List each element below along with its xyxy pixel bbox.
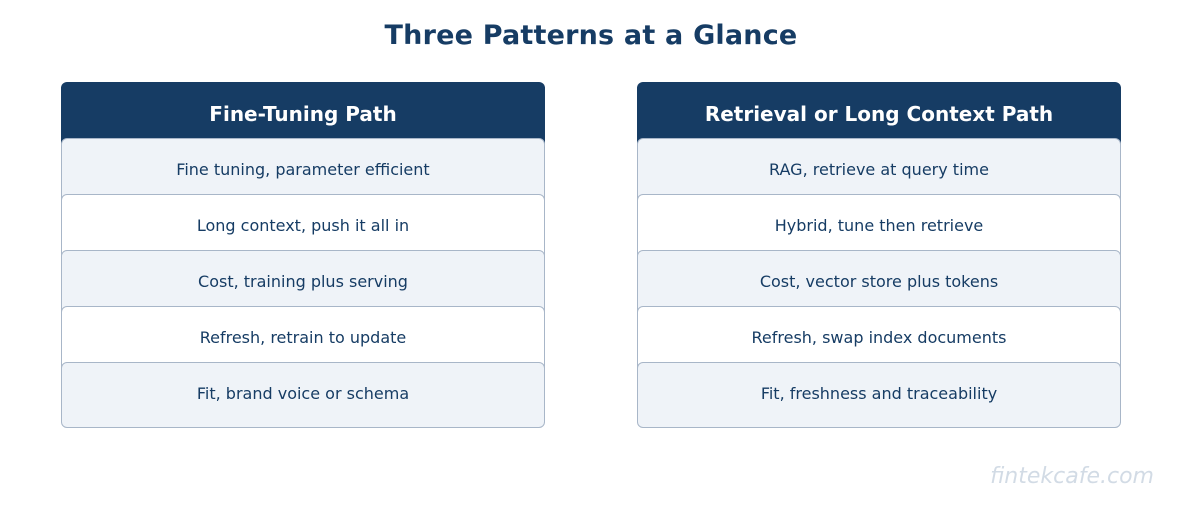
column-rows: RAG, retrieve at query time Hybrid, tune… [637, 138, 1121, 428]
list-item: Refresh, swap index documents [637, 306, 1121, 372]
list-item: Refresh, retrain to update [61, 306, 545, 372]
page-title: Three Patterns at a Glance [384, 20, 798, 51]
list-item: Fit, brand voice or schema [61, 362, 545, 428]
list-item: RAG, retrieve at query time [637, 138, 1121, 204]
column-header: Retrieval or Long Context Path [637, 82, 1121, 148]
column-header: Fine-Tuning Path [61, 82, 545, 148]
fine-tuning-column: Fine-Tuning Path Fine tuning, parameter … [61, 82, 545, 428]
column-rows: Fine tuning, parameter efficient Long co… [61, 138, 545, 428]
retrieval-column: Retrieval or Long Context Path RAG, retr… [637, 82, 1121, 428]
list-item: Cost, vector store plus tokens [637, 250, 1121, 316]
list-item: Fit, freshness and traceability [637, 362, 1121, 428]
list-item: Long context, push it all in [61, 194, 545, 260]
list-item: Hybrid, tune then retrieve [637, 194, 1121, 260]
watermark: fintekcafe.com [990, 464, 1154, 489]
